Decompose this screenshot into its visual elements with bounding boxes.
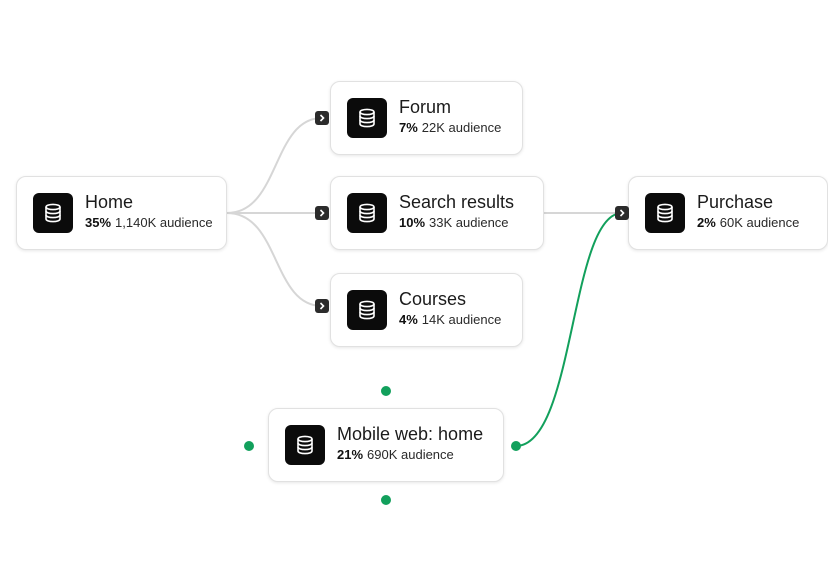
node-audience: 22K audience (421, 120, 502, 135)
flow-canvas: Home 35%1,140K audience Forum 7%22K audi… (16, 81, 828, 505)
node-text: Mobile web: home 21%690K audience (337, 423, 483, 464)
node-search-results[interactable]: Search results 10%33K audience (330, 176, 544, 250)
connector-purchase-input[interactable] (615, 206, 629, 220)
edge-mobile-purchase (515, 212, 623, 447)
node-name: Courses (399, 289, 467, 309)
edge-home-forum (226, 117, 323, 214)
node-stats: 4%14K audience (399, 311, 501, 329)
handle-top[interactable] (381, 386, 391, 396)
node-stats: 2%60K audience (697, 214, 799, 232)
node-percent: 7% (399, 120, 418, 135)
database-icon (33, 193, 73, 233)
connector-search-input[interactable] (315, 206, 329, 220)
node-text: Forum 7%22K audience (399, 96, 501, 137)
chevron-right-icon (619, 209, 625, 217)
node-mobile-web-home[interactable]: Mobile web: home 21%690K audience (268, 408, 504, 482)
node-home[interactable]: Home 35%1,140K audience (16, 176, 227, 250)
node-audience: 60K audience (719, 215, 800, 230)
node-audience: 1,140K audience (115, 215, 213, 230)
node-stats: 21%690K audience (337, 446, 483, 464)
node-audience: 14K audience (421, 312, 502, 327)
handle-right[interactable] (511, 441, 521, 451)
node-percent: 2% (697, 215, 716, 230)
node-stats: 7%22K audience (399, 119, 501, 137)
connector-forum-input[interactable] (315, 111, 329, 125)
node-audience: 33K audience (429, 215, 509, 230)
database-icon (347, 98, 387, 138)
node-percent: 10% (399, 215, 426, 230)
node-purchase[interactable]: Purchase 2%60K audience (628, 176, 828, 250)
node-name: Forum (399, 97, 452, 117)
database-icon (347, 290, 387, 330)
chevron-right-icon (319, 114, 325, 122)
node-audience: 690K audience (367, 447, 454, 462)
node-name: Search results (399, 192, 515, 212)
node-percent: 4% (399, 312, 418, 327)
node-text: Search results 10%33K audience (399, 191, 514, 232)
node-percent: 35% (85, 215, 112, 230)
node-stats: 35%1,140K audience (85, 214, 213, 232)
database-icon (645, 193, 685, 233)
database-icon (347, 193, 387, 233)
node-forum[interactable]: Forum 7%22K audience (330, 81, 523, 155)
node-name: Home (85, 192, 134, 212)
chevron-right-icon (319, 302, 325, 310)
node-percent: 21% (337, 447, 364, 462)
node-stats: 10%33K audience (399, 214, 514, 232)
node-name: Purchase (697, 192, 774, 212)
connector-courses-input[interactable] (315, 299, 329, 313)
node-name: Mobile web: home (337, 424, 484, 444)
node-text: Purchase 2%60K audience (697, 191, 799, 232)
chevron-right-icon (319, 209, 325, 217)
edge-home-courses (226, 212, 323, 307)
handle-left[interactable] (244, 441, 254, 451)
node-courses[interactable]: Courses 4%14K audience (330, 273, 523, 347)
node-text: Home 35%1,140K audience (85, 191, 213, 232)
database-icon (285, 425, 325, 465)
flow-edges (226, 117, 623, 447)
handle-bottom[interactable] (381, 495, 391, 505)
node-text: Courses 4%14K audience (399, 288, 501, 329)
